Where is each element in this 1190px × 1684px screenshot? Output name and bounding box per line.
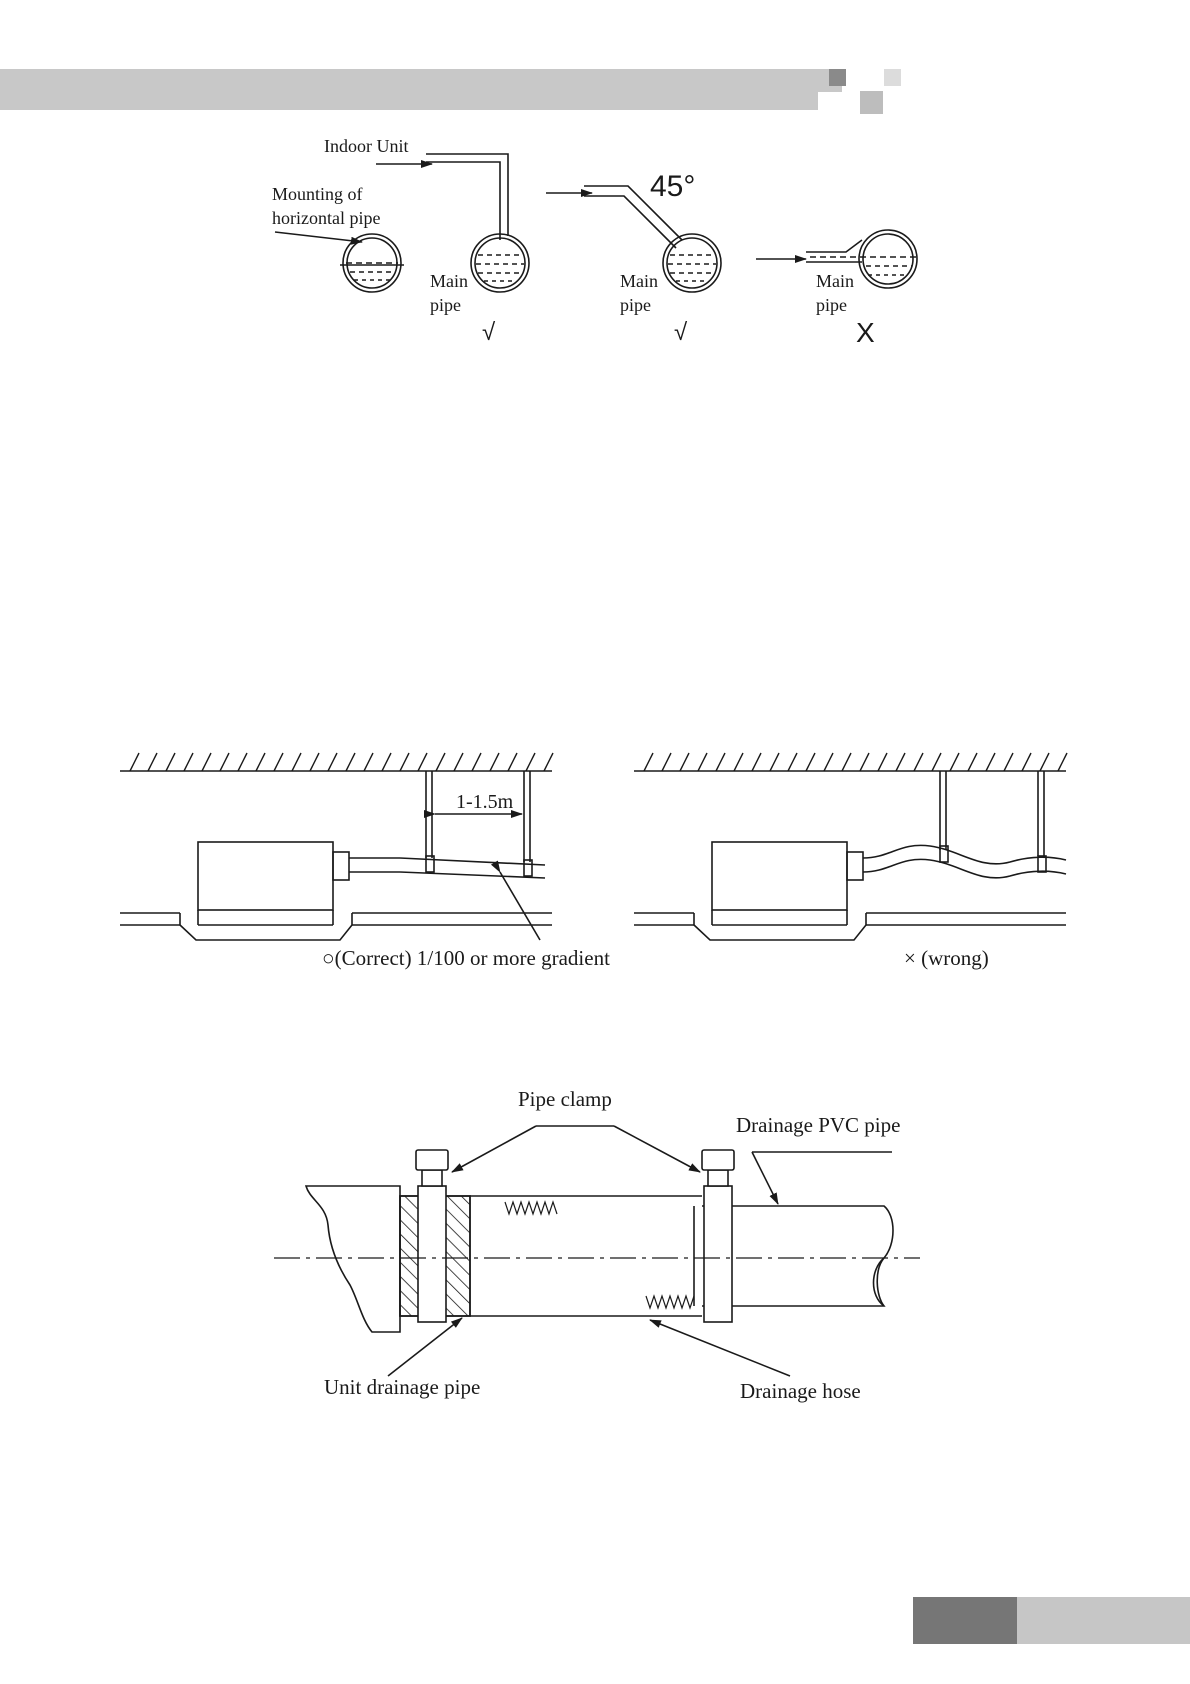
figure-drain-gradient-correct	[120, 753, 553, 940]
figure-drain-gradient-wrong	[634, 753, 1067, 940]
label-main-pipe-2b: pipe	[620, 295, 651, 315]
label-main-pipe-3a: Main	[816, 271, 854, 291]
label-unit-drainage-pipe: Unit drainage pipe	[324, 1375, 480, 1399]
ceiling-hatch-right	[644, 753, 1067, 771]
label-mounting-line2: horizontal pipe	[272, 208, 380, 228]
caption-correct-gradient: ○(Correct) 1/100 or more gradient	[322, 946, 610, 970]
horizontal-pipe-section	[275, 232, 404, 292]
label-hanger-distance: 1-1.5m	[456, 791, 514, 813]
label-drainage-hose: Drainage hose	[740, 1379, 861, 1403]
label-main-pipe-1a: Main	[430, 271, 468, 291]
label-main-pipe-1b: pipe	[430, 295, 461, 315]
label-mounting-line1: Mounting of	[272, 184, 363, 204]
label-angle-45: 45°	[650, 170, 695, 203]
check-mark-1: √	[482, 319, 496, 346]
check-mark-2: √	[674, 319, 688, 346]
label-drainage-pvc-pipe: Drainage PVC pipe	[736, 1113, 900, 1137]
caption-wrong-gradient: × (wrong)	[904, 946, 989, 970]
label-main-pipe-2a: Main	[620, 271, 658, 291]
label-main-pipe-3b: pipe	[816, 295, 847, 315]
figure-drain-hose-connection	[274, 1126, 920, 1376]
label-pipe-clamp: Pipe clamp	[518, 1087, 612, 1111]
cross-mark: X	[856, 317, 875, 348]
label-indoor-unit: Indoor Unit	[324, 136, 409, 156]
ceiling-hatch-left	[130, 753, 553, 771]
